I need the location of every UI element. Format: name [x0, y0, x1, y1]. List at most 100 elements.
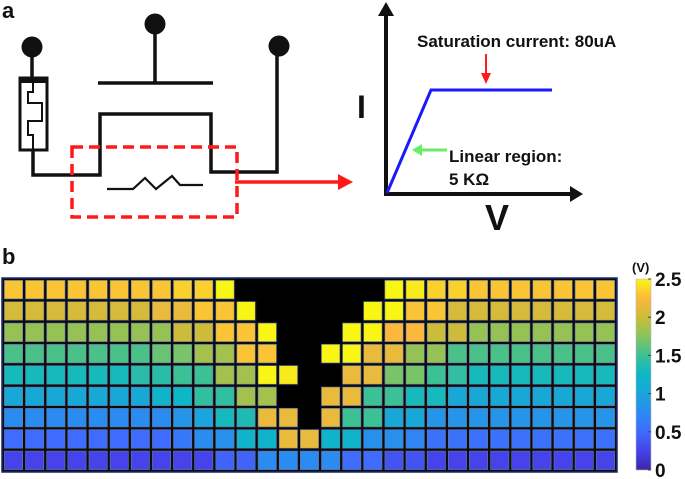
heatmap-cell [130, 344, 150, 364]
heatmap-cell [109, 301, 129, 321]
saturation-annotation: Saturation current: 80uA [417, 32, 616, 51]
heatmap-cell [490, 408, 510, 428]
heatmap-cell [405, 450, 425, 470]
heatmap-cell [215, 429, 235, 449]
heatmap-cell [152, 450, 171, 470]
heatmap-cell [25, 365, 45, 385]
heatmap-cell [194, 280, 214, 300]
heatmap-cell [490, 365, 510, 385]
heatmap-cell [574, 386, 594, 406]
heatmap-cell [595, 301, 615, 321]
heatmap-cell [532, 344, 552, 364]
heatmap-cell [574, 322, 594, 342]
heatmap-cell [109, 322, 129, 342]
heatmap-cell [363, 408, 383, 428]
heatmap-cell [25, 450, 45, 470]
heatmap-cell [490, 429, 510, 449]
heatmap-cell [88, 301, 108, 321]
heatmap-cell [109, 344, 129, 364]
heatmap-cell [447, 322, 467, 342]
heatmap-cell [469, 408, 488, 428]
heatmap-cell [363, 301, 383, 321]
heatmap-cell [595, 429, 615, 449]
heatmap-cell [447, 280, 467, 300]
heatmap-cell [342, 450, 362, 470]
memristor-symbol [27, 83, 43, 150]
colorbar [635, 278, 652, 471]
heatmap-cell [490, 322, 510, 342]
heatmap-cell [469, 450, 488, 470]
heatmap-cell [236, 344, 256, 364]
heatmap-cell [321, 344, 341, 364]
heatmap-cell-empty [256, 279, 279, 301]
heatmap-cell [511, 322, 531, 342]
heatmap-cell [511, 450, 531, 470]
heatmap-cell [532, 301, 552, 321]
heatmap-cell [46, 344, 66, 364]
heatmap-cell [574, 429, 594, 449]
heatmap-cell [67, 386, 87, 406]
heatmap-cell [173, 344, 193, 364]
heatmap-cell-empty [277, 279, 300, 301]
y-axis-arrow [378, 2, 394, 16]
heatmap-cell [321, 408, 341, 428]
heatmap-cell [405, 322, 425, 342]
heatmap-cell [363, 344, 383, 364]
heatmap-cell [257, 429, 277, 449]
heatmap-cell [46, 280, 66, 300]
iv-curve-line [385, 88, 552, 194]
heatmap-cell [384, 280, 404, 300]
heatmap-cell [447, 344, 467, 364]
heatmap-cell [88, 322, 108, 342]
heatmap-cell [595, 365, 615, 385]
heatmap-cell [215, 280, 235, 300]
heatmap-cell [469, 365, 488, 385]
heatmap-cell [194, 450, 214, 470]
heatmap-cell-empty [320, 321, 342, 344]
heatmap-cell [46, 408, 66, 428]
heatmap-cell [173, 429, 193, 449]
heatmap-cell [384, 322, 404, 342]
heatmap-cell [532, 450, 552, 470]
x-axis-arrow [570, 186, 583, 202]
heatmap-cell [532, 280, 552, 300]
heatmap-cell [574, 344, 594, 364]
heatmap-cell [130, 386, 150, 406]
heatmap-cell [574, 365, 594, 385]
transistor-channel-wire [31, 45, 279, 177]
heatmap-cell [4, 408, 23, 428]
heatmap-cell [574, 301, 594, 321]
heatmap-cell [469, 386, 488, 406]
y-axis-label: I [357, 89, 366, 125]
heatmap-cell [595, 450, 615, 470]
highlight-dashed-box [70, 145, 239, 219]
heatmap-cell-empty [298, 364, 321, 387]
heatmap-cell [236, 365, 256, 385]
heatmap-cell [405, 408, 425, 428]
heatmap-cell [46, 429, 66, 449]
heatmap-cell [152, 365, 171, 385]
heatmap-cell [426, 365, 446, 385]
heatmap-cell [384, 429, 404, 449]
heatmap-cell [4, 450, 23, 470]
heatmap-cell [130, 450, 150, 470]
heatmap-cell-empty [298, 343, 321, 365]
heatmap-cell [236, 386, 256, 406]
heatmap-cell [595, 408, 615, 428]
heatmap-cell [67, 301, 87, 321]
heatmap-cell [67, 429, 87, 449]
heatmap-cell [469, 429, 488, 449]
heatmap-cell [342, 322, 362, 342]
heatmap-cell [384, 344, 404, 364]
memristor-polarity-bar [20, 77, 47, 83]
colorbar-tick-label: 1.5 [655, 346, 682, 367]
heatmap-cell [152, 344, 171, 364]
heatmap-cell [321, 450, 341, 470]
heatmap-cell-empty [298, 300, 321, 323]
heatmap-cell [67, 322, 87, 342]
heatmap-cell [257, 322, 277, 342]
heatmap-cell [173, 301, 193, 321]
highlight-arrow-head [338, 174, 353, 190]
heatmap-cell-empty [341, 279, 363, 301]
heatmap-cell [46, 365, 66, 385]
